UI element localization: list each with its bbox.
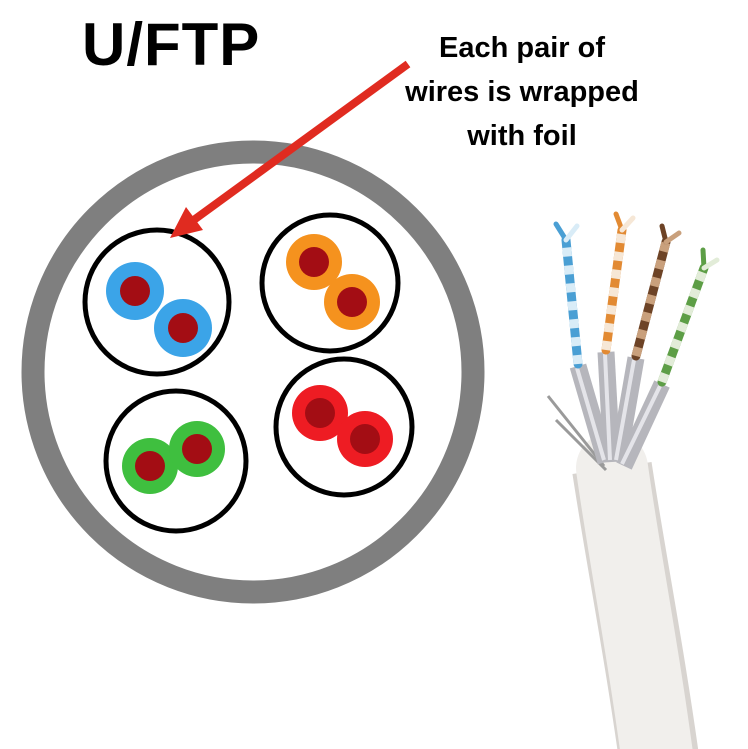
cable-photo xyxy=(546,211,720,749)
wire-conductor xyxy=(337,287,367,317)
cable-cross-section-diagram xyxy=(21,140,485,604)
photo-jacket xyxy=(576,432,693,749)
pair-tip-mate xyxy=(619,215,636,233)
twisted-pair-green xyxy=(657,247,720,387)
wire-conductor xyxy=(305,398,335,428)
pair-tip xyxy=(700,247,707,271)
pair-tip-mate xyxy=(663,230,682,245)
foil-pair-red xyxy=(273,356,415,498)
wire-conductor xyxy=(350,424,380,454)
pair-tip xyxy=(613,211,625,233)
arrowhead-icon xyxy=(170,207,203,238)
pair-wire-mate xyxy=(631,240,671,358)
twisted-pair-brown xyxy=(631,223,682,361)
annotation-arrow xyxy=(170,60,411,238)
page-title: U/FTP xyxy=(82,11,261,78)
wire-conductor xyxy=(135,451,165,481)
foil-highlight xyxy=(575,367,606,461)
foil-highlight xyxy=(620,385,662,465)
twisted-pair-orange xyxy=(601,211,636,355)
foil-annotation-text: Each pair of wires is wrapped with foil xyxy=(372,26,672,158)
jacket-ring xyxy=(21,140,485,604)
pair-tip-mate xyxy=(701,257,720,271)
annotation-line-2: wires is wrapped xyxy=(405,76,639,108)
wire-conductor xyxy=(168,313,198,343)
pair-tip xyxy=(553,221,569,243)
annotation-line-3: with foil xyxy=(467,120,577,152)
foil-pair-green xyxy=(103,388,249,534)
foil-highlight xyxy=(614,359,636,461)
foil-sections xyxy=(569,351,670,470)
wire-conductor xyxy=(120,276,150,306)
drain-wire xyxy=(546,395,606,467)
pair-wire-mate xyxy=(561,239,583,365)
annotation-line-1: Each pair of xyxy=(439,32,605,64)
foil-pair-orange xyxy=(259,212,401,354)
pair-tip xyxy=(659,223,669,245)
foil-pair-blue xyxy=(82,227,232,377)
pair-tip-mate xyxy=(563,223,580,243)
pair-wire-mate xyxy=(657,266,709,384)
twisted-pair-blue xyxy=(553,221,583,369)
wire-conductor xyxy=(182,434,212,464)
foil-highlight xyxy=(603,353,612,461)
arrow-shaft xyxy=(188,60,411,226)
wire-conductor xyxy=(299,247,329,277)
pair-wire-mate xyxy=(601,229,627,351)
